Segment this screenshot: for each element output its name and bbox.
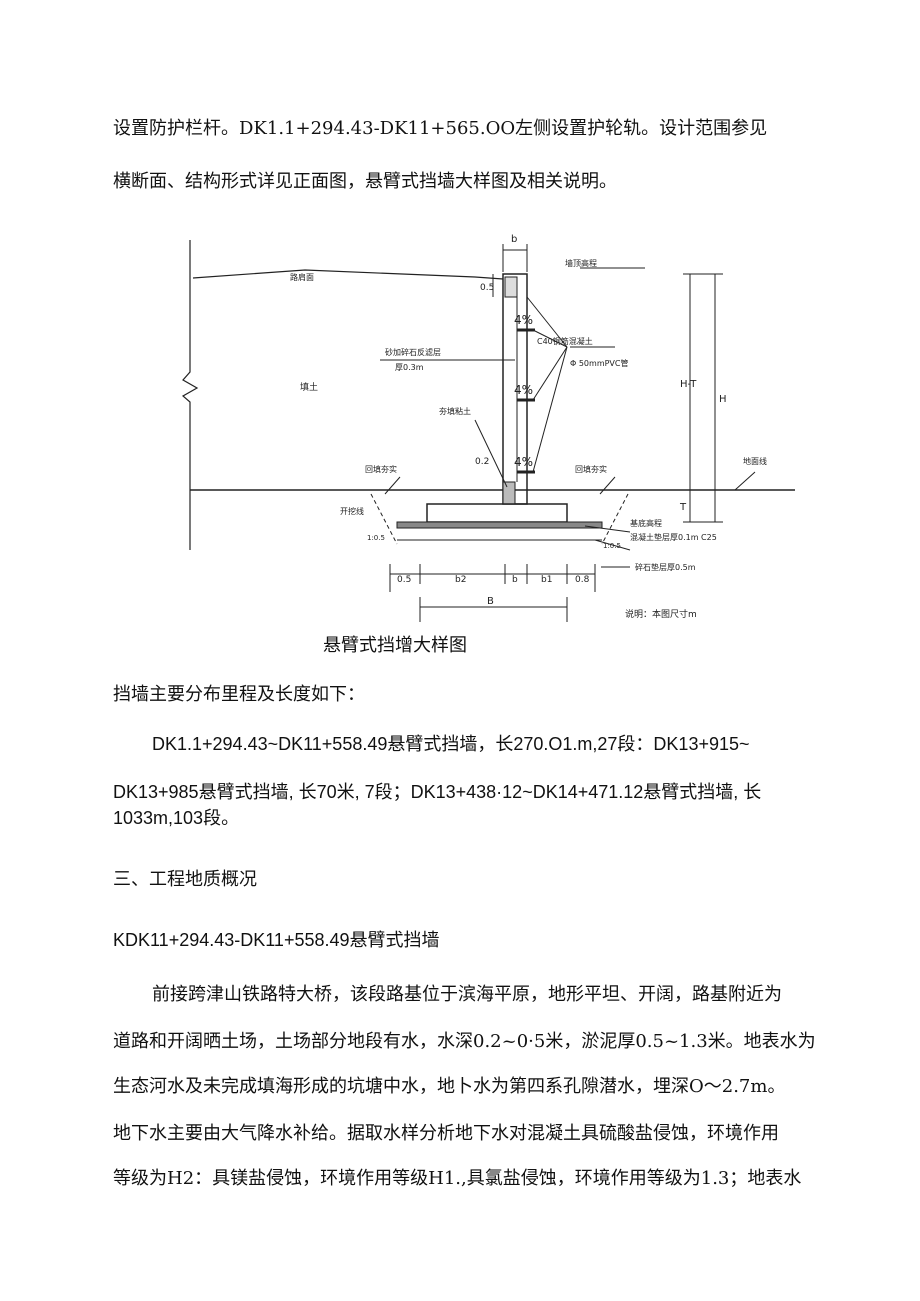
distribution-title: 挡墙主要分布里程及长度如下：	[113, 684, 365, 705]
label-pipe: Φ 50mmPVC管	[570, 358, 629, 368]
label-wall-top-elev: 墙顶高程	[565, 258, 597, 268]
intro-line-2: 横断面、结构形式详见正面图，悬臂式挡墙大样图及相关说明。	[113, 171, 617, 192]
label-dim-c: 0.8	[575, 575, 590, 585]
label-fill: 填土	[300, 381, 318, 393]
label-ground-line: 地面线	[743, 456, 767, 466]
distribution-line-2: DK13+985悬臂式挡墙, 长70米, 7段；DK13+438·12~DK14…	[113, 782, 762, 802]
label-backfill-left: 回填夯实	[365, 464, 397, 474]
figure-note: 说明：本图尺寸m	[625, 608, 697, 620]
paragraph-line-3: 生态河水及未完成填海形成的坑塘中水，地卜水为第四系孔隙潜水，埋深O～2.7m。	[113, 1076, 786, 1097]
label-gravel: 碎石垫层厚0.5m	[635, 562, 696, 572]
intro-line-1: 设置防护栏杆。DK1.1+294.43-DK11+565.OO左侧设置护轮轨。设…	[113, 118, 768, 139]
label-clay: 夯填粘土	[439, 406, 471, 416]
label-h-minus-t: H-T	[680, 379, 697, 390]
paragraph-line-2: 道路和开阔晒土场，土场部分地段有水，水深0.2~0·5米，淤泥厚0.5~1.3米…	[113, 1031, 816, 1052]
label-base-elev: 基底高程	[630, 518, 662, 528]
paragraph-line-1: 前接跨津山铁路特大桥，该段路基位于滨海平原，地形平坦、开阔，路基附近为	[152, 984, 782, 1005]
distribution-line-3: 1033m,103段。	[113, 808, 240, 828]
label-slope-right: 1:0.5	[603, 542, 621, 550]
label-dim-b2: b2	[455, 575, 466, 585]
label-filter-thickness: 厚0.3m	[395, 363, 424, 372]
retaining-wall-detail-drawing: b 路肩面 墙顶高程 0.5 C40钢筋混凝土 Φ 50mmPVC管 砂加碎石反…	[181, 234, 795, 622]
sub-heading: KDK11+294.43-DK11+558.49悬臂式挡墙	[113, 930, 440, 950]
label-concrete: C40钢筋混凝土	[537, 336, 593, 346]
label-filter: 砂加碎石反滤层	[385, 347, 441, 357]
label-dim-b: b	[512, 575, 518, 585]
section-heading: 三、工程地质概况	[113, 869, 257, 890]
label-dim-b1: b1	[541, 575, 552, 585]
label-dim-02: 0.2	[475, 457, 489, 467]
paragraph-line-5: 等级为H2：具镁盐侵蚀，环境作用等级H1.,具氯盐侵蚀，环境作用等级为1.3；地…	[113, 1168, 802, 1189]
paragraph-line-4: 地下水主要由大气降水补给。据取水样分析地下水对混凝土具硫酸盐侵蚀，环境作用	[113, 1123, 779, 1144]
figure-caption: 悬臂式挡增大样图	[323, 635, 467, 656]
label-dim-05: 0.5	[480, 283, 494, 293]
label-slope-2: 4%	[514, 383, 533, 397]
distribution-line-1: DK1.1+294.43~DK11+558.49悬臂式挡墙，长270.O1.m,…	[152, 734, 750, 754]
label-t: T	[679, 502, 687, 513]
label-slope-3: 4%	[514, 455, 533, 469]
label-excavation: 开挖线	[340, 506, 364, 516]
label-backfill-right: 回填夯实	[575, 464, 607, 474]
label-cushion: 混凝土垫层厚0.1m C25	[630, 532, 717, 542]
label-h: H	[719, 394, 727, 405]
label-dim-B: B	[487, 596, 494, 607]
label-road-surface: 路肩面	[290, 272, 314, 282]
label-b-top: b	[511, 234, 517, 245]
label-slope-1: 4%	[514, 313, 533, 327]
label-slope-left: 1:0.5	[367, 534, 385, 542]
label-dim-a: 0.5	[397, 575, 411, 585]
